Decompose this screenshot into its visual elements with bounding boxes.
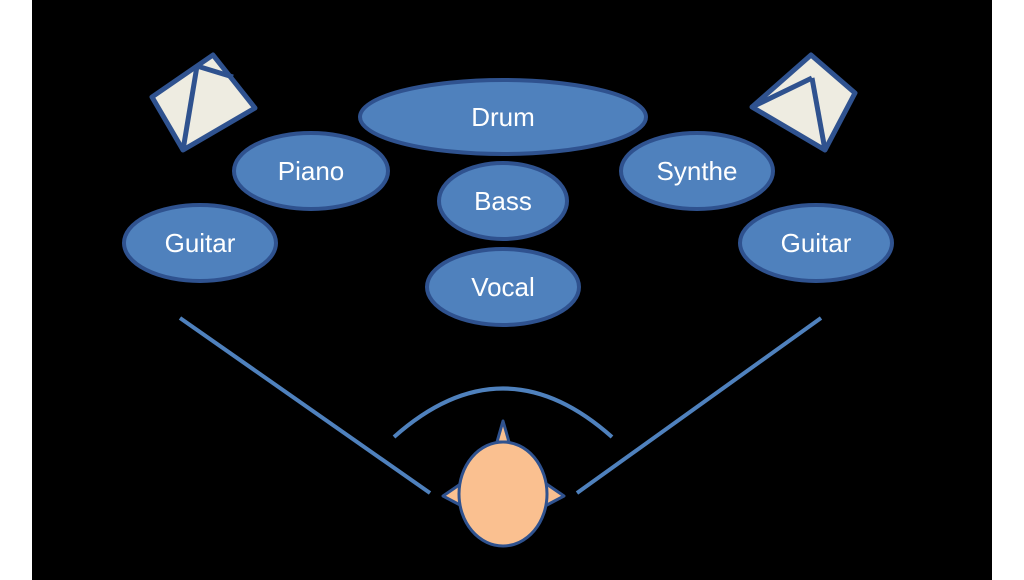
speaker-left-icon [149, 52, 258, 153]
sound-arc [392, 386, 614, 439]
instrument-guitar-right-label: Guitar [781, 228, 852, 258]
instrument-guitar-right: Guitar [738, 203, 894, 283]
instrument-drum-label: Drum [471, 102, 535, 132]
stereo-line-left [178, 316, 432, 495]
listener-head-icon [441, 419, 566, 548]
instrument-drum: Drum [358, 78, 648, 156]
instrument-bass-label: Bass [474, 186, 532, 216]
instrument-synthe-label: Synthe [657, 156, 738, 186]
instrument-synthe: Synthe [619, 131, 775, 211]
instrument-vocal: Vocal [425, 247, 581, 327]
instrument-guitar-left: Guitar [122, 203, 278, 283]
instrument-bass: Bass [437, 161, 569, 241]
instrument-piano-label: Piano [278, 156, 345, 186]
stereo-line-right [575, 316, 823, 495]
instrument-piano: Piano [232, 131, 390, 211]
instrument-guitar-left-label: Guitar [165, 228, 236, 258]
speaker-right-icon [749, 52, 858, 153]
instrument-vocal-label: Vocal [471, 272, 535, 302]
